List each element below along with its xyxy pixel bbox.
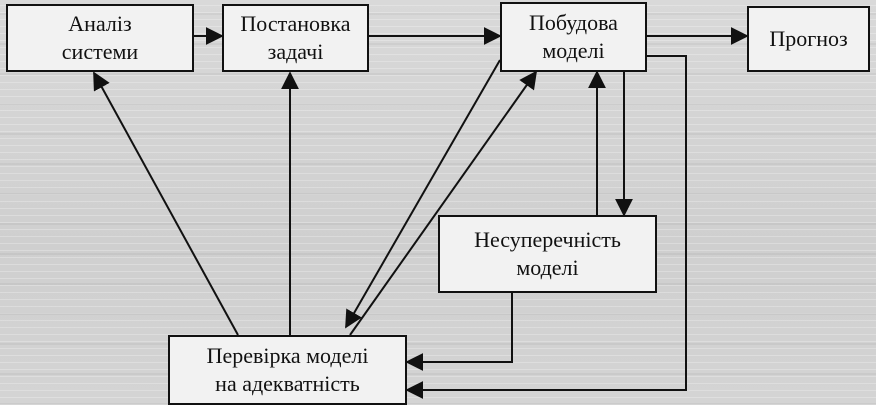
arrow-adequacy-to-build [349, 70, 538, 336]
node-consistency-label: Несуперечність моделі [474, 227, 621, 280]
arrow-adequacy-to-analysis [93, 71, 239, 336]
node-task-setting-label: Постановка задачі [240, 11, 351, 64]
node-model-building: Побудова моделі [500, 2, 647, 72]
node-model-building-label: Побудова моделі [529, 10, 618, 63]
node-task-setting: Постановка задачі [222, 4, 369, 72]
node-forecast: Прогноз [747, 6, 870, 72]
node-consistency: Несуперечність моделі [438, 215, 657, 293]
arrow-build-to-adequacy-diagonal [345, 59, 501, 329]
node-analysis-label: Аналіз системи [61, 11, 139, 64]
node-adequacy-check-label: Перевірка моделі на адекватність [206, 343, 369, 396]
node-forecast-label: Прогноз [769, 26, 848, 51]
arrow-build-to-adequacy [405, 55, 687, 399]
node-analysis: Аналіз системи [6, 4, 194, 72]
node-adequacy-check: Перевірка моделі на адекватність [168, 335, 407, 405]
arrow-consistency-to-adequacy [405, 293, 513, 371]
